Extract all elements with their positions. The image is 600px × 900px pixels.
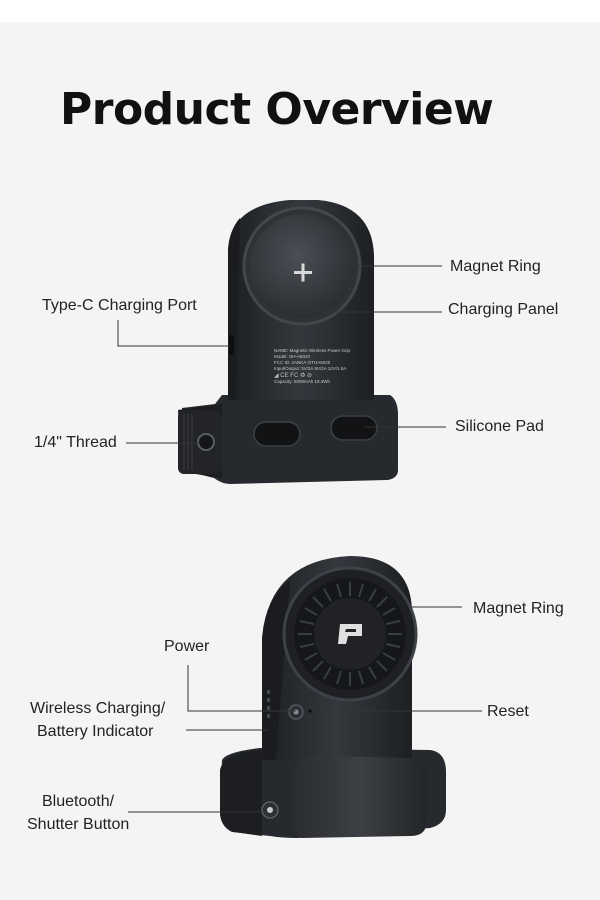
callout-indicator-line1: Wireless Charging/: [30, 700, 166, 717]
top-strip: [0, 0, 600, 22]
silicone-pad-left: [253, 421, 301, 447]
callout-magnet-ring-top: Magnet Ring: [450, 258, 541, 275]
rubber-grip: [292, 756, 428, 838]
thread-knurl: [178, 410, 222, 474]
thread-hole-icon: [197, 433, 215, 451]
callout-magnet-ring-bottom: Magnet Ring: [473, 600, 564, 617]
callout-power: Power: [164, 638, 210, 655]
callout-indicator-line2: Battery Indicator: [37, 723, 154, 740]
top-device: NAME: Magnetic Wireless Power Grip Model…: [178, 200, 398, 484]
vent-grille: [298, 582, 402, 686]
callout-silicone-pad: Silicone Pad: [455, 418, 544, 435]
silicone-pad-right: [330, 415, 378, 441]
callout-bluetooth-line1: Bluetooth/: [42, 793, 115, 810]
bottom-device: [220, 556, 446, 838]
callout-bluetooth-line2: Shutter Button: [27, 816, 130, 833]
svg-text:NAME: Magnetic Wireless Power: NAME: Magnetic Wireless Power Grip: [274, 348, 351, 353]
page-title: Product Overview: [60, 84, 494, 135]
svg-text:FCC ID: 2ANKA-OTHA6020: FCC ID: 2ANKA-OTHA6020: [274, 360, 331, 365]
top-leaders: [117, 265, 446, 444]
svg-text:Capacity: 5000mAh 19.3Wh: Capacity: 5000mAh 19.3Wh: [274, 379, 331, 384]
callout-reset: Reset: [487, 703, 529, 720]
svg-text:◢ CE FC ♻ ⊘: ◢ CE FC ♻ ⊘: [274, 372, 312, 379]
callout-charging-panel: Charging Panel: [448, 301, 559, 318]
bottom-leaders: [128, 606, 482, 813]
callout-type-c-port: Type-C Charging Port: [42, 297, 197, 314]
svg-text:Model: OH-A6020: Model: OH-A6020: [274, 354, 311, 359]
reset-hole-icon: [308, 709, 312, 713]
type-c-port-icon: [229, 335, 234, 355]
svg-text:Input/Output: 5V/3A 9V/2A 12V/: Input/Output: 5V/3A 9V/2A 12V/1.5A: [274, 366, 346, 371]
indicator-lights-icon: [267, 690, 270, 718]
callout-thread: 1/4" Thread: [34, 434, 117, 451]
device-info-text: NAME: Magnetic Wireless Power Grip Model…: [274, 348, 351, 384]
cert-marks: ◢ CE FC ♻ ⊘: [274, 372, 312, 379]
